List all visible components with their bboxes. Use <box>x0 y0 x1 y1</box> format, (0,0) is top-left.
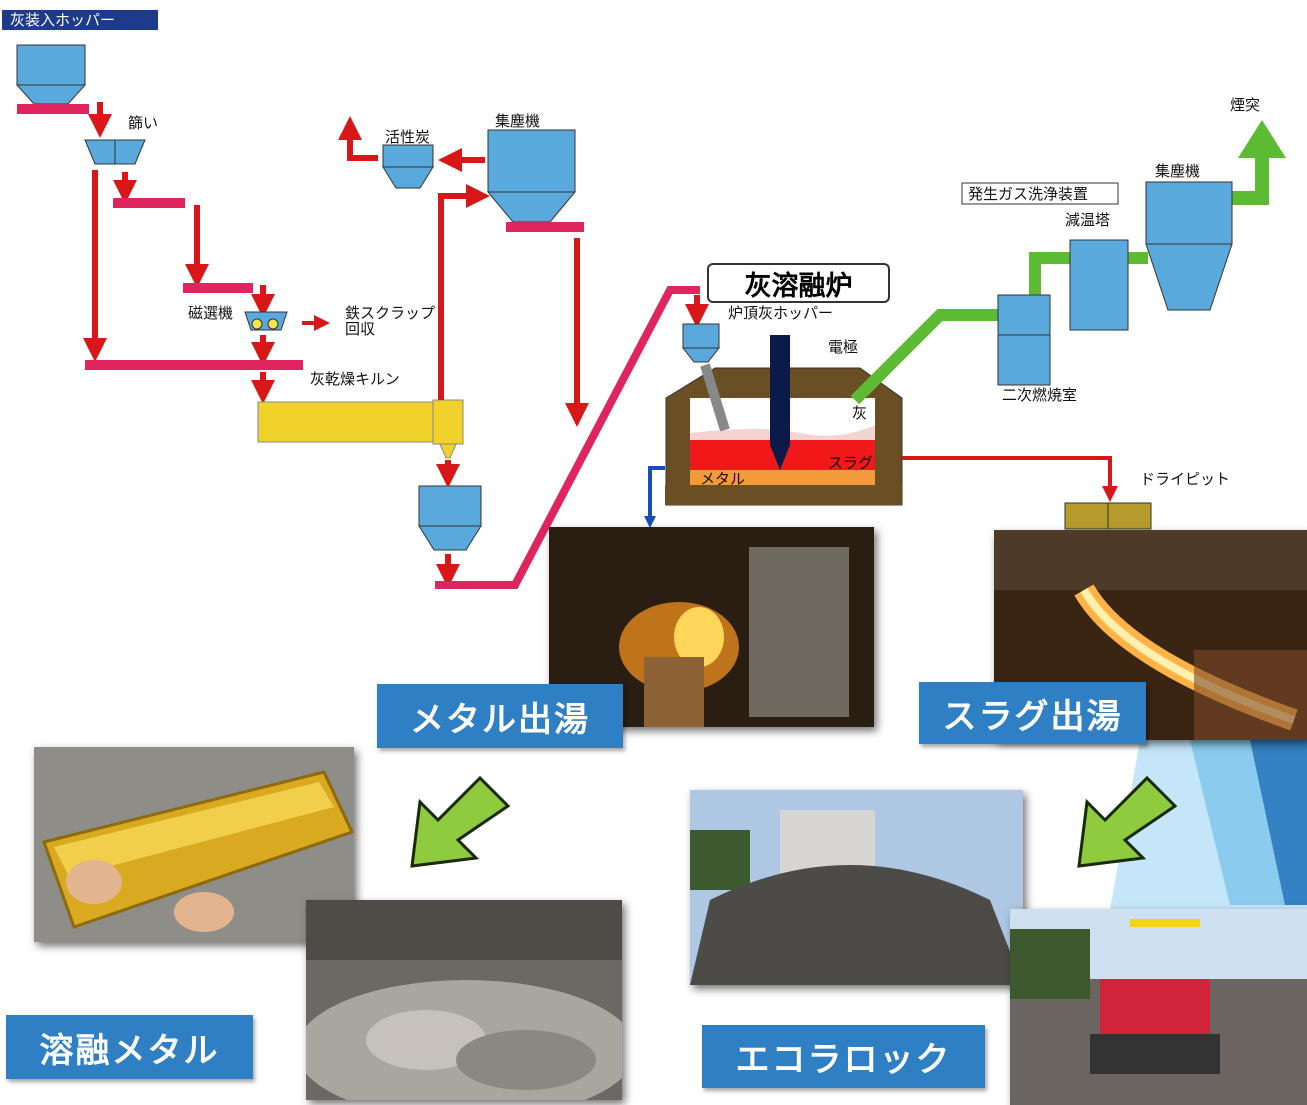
slag-label: スラグ <box>828 454 873 472</box>
secondary-combustion-label: 二次燃焼室 <box>1002 386 1077 404</box>
gold-ingot-photo <box>34 747 354 942</box>
conveyor-3 <box>183 283 253 293</box>
dust-collector-1 <box>486 129 577 223</box>
conveyor-2 <box>113 198 185 208</box>
molten-metal-caption: 溶融メタル <box>6 1015 253 1079</box>
chimney-label: 煙突 <box>1230 96 1260 114</box>
iron-scrap-label-1: 鉄スクラップ <box>345 304 435 322</box>
dryer-kiln <box>257 399 464 459</box>
cooling-tower <box>1069 239 1129 331</box>
green-arrow-right-icon <box>1077 775 1178 868</box>
electrode <box>770 335 790 470</box>
secondary-combustion-chamber <box>997 294 1051 386</box>
magnetic-separator-label: 磁選機 <box>188 304 233 322</box>
dust-collector-1-label: 集塵機 <box>495 112 540 130</box>
kiln-output-hopper <box>418 485 482 551</box>
gas-cleaning-label: 発生ガス洗浄装置 <box>968 185 1088 203</box>
dust-collector-2 <box>1145 181 1233 311</box>
sieve-icon <box>84 139 146 165</box>
top-ash-hopper <box>681 323 721 363</box>
metal-chunks-photo <box>306 900 622 1100</box>
diagram-title: 灰装入ホッパー <box>2 10 158 30</box>
road-roller-photo <box>1010 909 1307 1105</box>
magnetic-separator-icon <box>244 311 288 331</box>
ash-label: 灰 <box>852 404 867 422</box>
electrode-label: 電極 <box>828 338 858 356</box>
dry-pit-label: ドライピット <box>1140 470 1230 488</box>
eco-rock-caption: エコラロック <box>702 1025 985 1088</box>
green-arrow-left-icon <box>410 775 511 868</box>
dry-pit <box>1064 502 1152 530</box>
conveyor-1 <box>17 104 89 114</box>
activated-carbon-label: 活性炭 <box>385 128 430 146</box>
metal-tapping-caption: メタル出湯 <box>377 684 623 748</box>
conveyor-4 <box>85 360 303 370</box>
activated-carbon-hopper <box>382 144 434 189</box>
metal-tapping-photo <box>549 527 874 727</box>
metal-label: メタル <box>700 470 745 488</box>
sieve-label: 篩い <box>128 114 158 132</box>
dryer-kiln-label: 灰乾燥キルン <box>310 370 400 388</box>
furnace-title: 灰溶融炉 <box>707 263 890 303</box>
iron-scrap-label-2: 回収 <box>345 320 375 338</box>
ash-charging-hopper <box>15 44 87 105</box>
cooling-tower-label: 減温塔 <box>1065 211 1110 229</box>
slag-tapping-caption: スラグ出湯 <box>919 682 1146 744</box>
slag-pile-photo <box>690 790 1023 985</box>
conveyor-5 <box>506 222 584 232</box>
dust-collector-2-label: 集塵機 <box>1155 162 1200 180</box>
top-hopper-label: 炉頂灰ホッパー <box>728 304 833 322</box>
decorative-shards <box>1110 740 1307 910</box>
